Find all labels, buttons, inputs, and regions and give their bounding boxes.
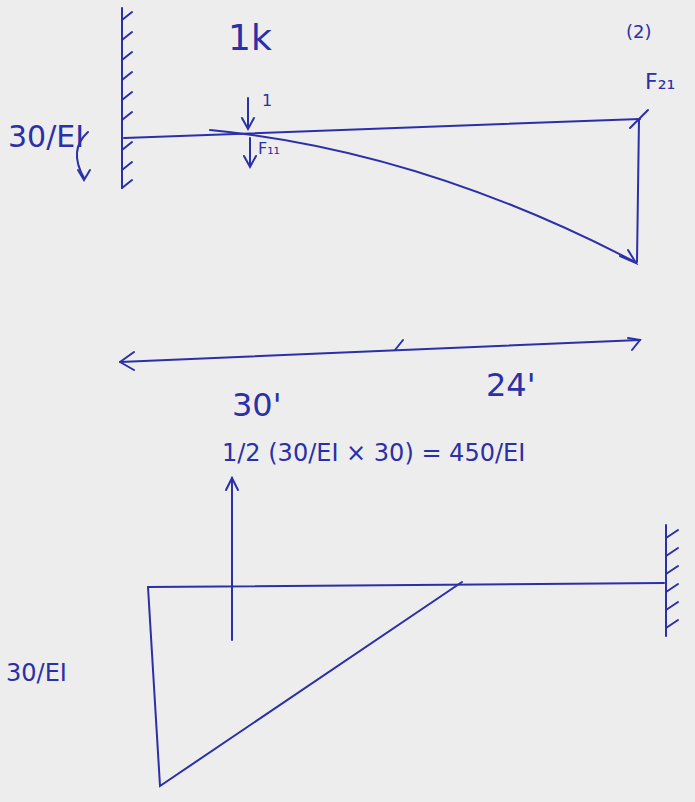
- point-number: (2): [626, 22, 652, 42]
- moment-value: 30/EI: [6, 660, 67, 686]
- conjugate-beam: [148, 583, 664, 587]
- moment-value: 30/EI: [8, 120, 84, 153]
- beam: [124, 119, 640, 138]
- arrow-head: [244, 156, 256, 167]
- deflection-arrow: [249, 138, 251, 166]
- resultant-arrow: [231, 478, 233, 640]
- deflection-symbol: F₁₁: [258, 140, 280, 158]
- resultant-equation: 1/2 (30/EI × 30) = 450/EI: [222, 440, 525, 466]
- deflected-shape: [210, 130, 635, 262]
- fixed-wall: [121, 8, 123, 188]
- wall-hatching: [122, 12, 132, 188]
- end-line: [637, 119, 639, 262]
- end-mark: [630, 110, 648, 128]
- dimension-ticks: [120, 338, 640, 370]
- dimension-line: [120, 340, 640, 362]
- wall-hatching: [666, 530, 678, 628]
- arrow-head: [620, 250, 636, 263]
- load-value: 1k: [228, 18, 272, 58]
- arrow-head: [226, 478, 238, 490]
- arrow-head: [78, 170, 90, 180]
- dimension: 24': [486, 368, 536, 403]
- dimension: 30': [232, 388, 282, 423]
- point-number: 1: [262, 92, 272, 110]
- fixed-wall: [665, 525, 667, 636]
- deflection-symbol: F₂₁: [645, 70, 675, 94]
- arrow-head: [242, 118, 254, 129]
- moment-triangle: [148, 582, 462, 786]
- load-arrow: [247, 98, 249, 128]
